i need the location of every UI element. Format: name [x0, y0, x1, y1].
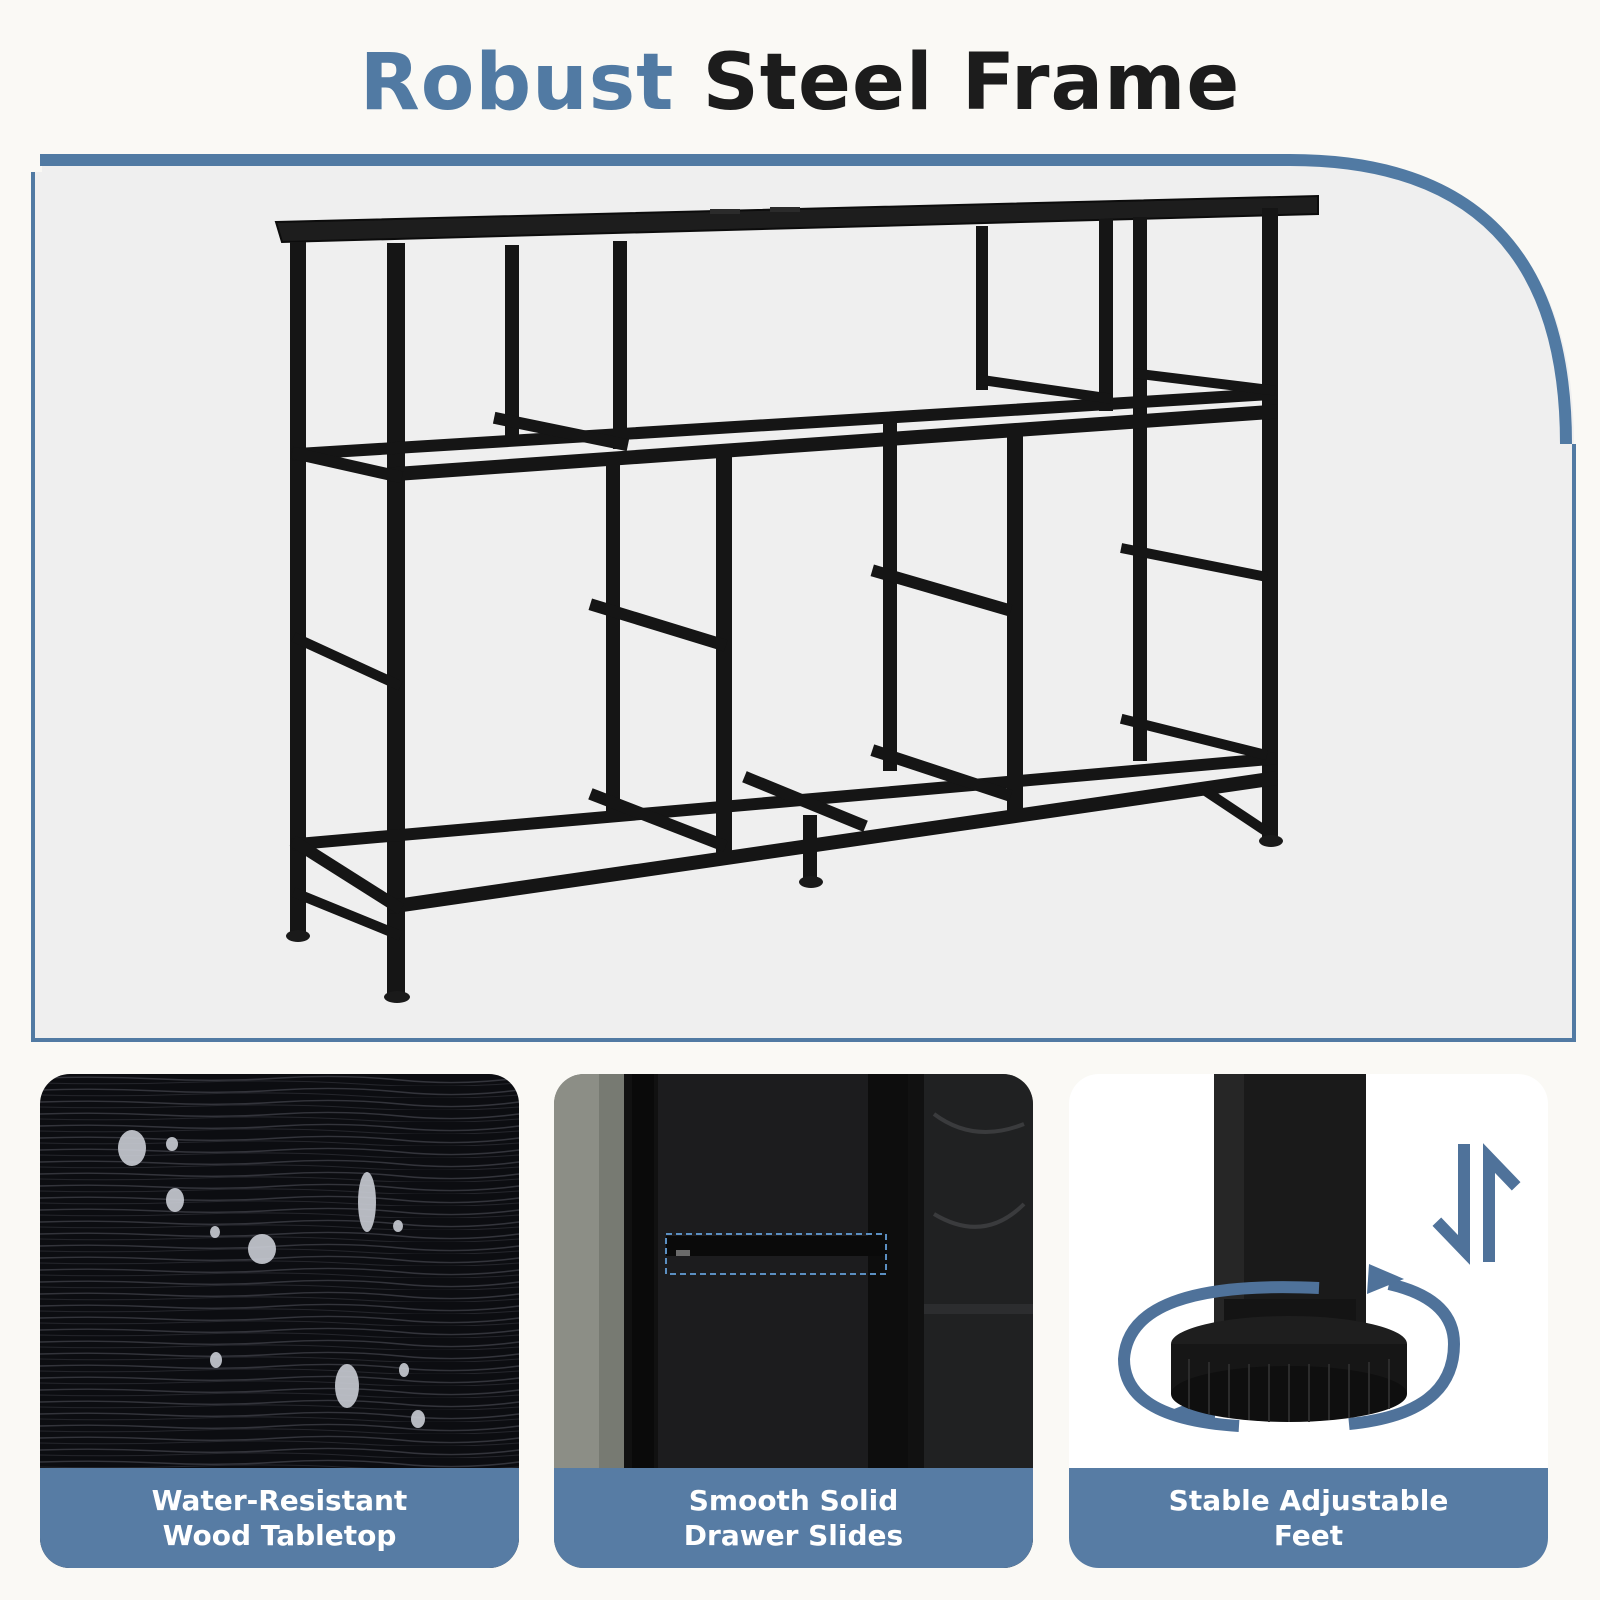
hero-product-image [30, 154, 1576, 1044]
feature-card-drawer-slides: Smooth Solid Drawer Slides [554, 1074, 1033, 1568]
steel-frame-console-table-illustration [31, 154, 1576, 1042]
caption-line-2: Wood Tabletop [162, 1519, 397, 1552]
title-rest: Steel Frame [702, 38, 1241, 128]
feature-caption: Smooth Solid Drawer Slides [554, 1468, 1033, 1568]
feature-caption: Water-Resistant Wood Tabletop [40, 1468, 519, 1568]
caption-line-1: Water-Resistant [151, 1484, 408, 1517]
title-accent-word: Robust [359, 38, 675, 128]
feature-card-tabletop: Water-Resistant Wood Tabletop [40, 1074, 519, 1568]
caption-line-2: Feet [1273, 1519, 1344, 1552]
feature-card-adjustable-feet: Stable Adjustable Feet [1069, 1074, 1548, 1568]
page-title: Robust Steel Frame [0, 38, 1600, 128]
caption-line-2: Drawer Slides [683, 1519, 904, 1552]
caption-line-1: Stable Adjustable [1168, 1484, 1449, 1517]
feature-caption: Stable Adjustable Feet [1069, 1468, 1548, 1568]
caption-line-1: Smooth Solid [688, 1484, 899, 1517]
